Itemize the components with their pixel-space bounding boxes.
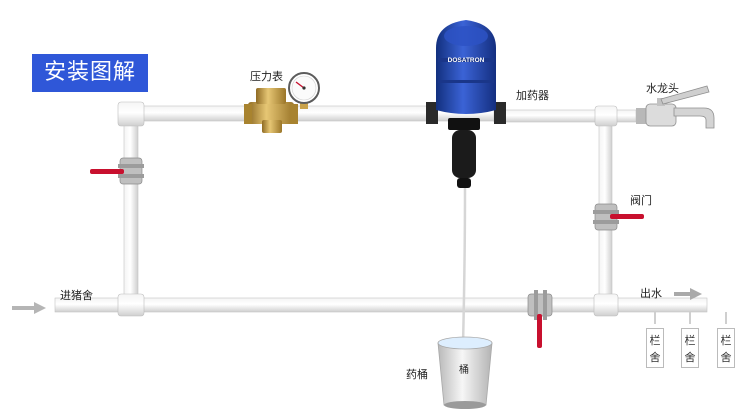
- pen-label-line2: 舍: [720, 351, 732, 364]
- pen-label-line1: 栏: [649, 334, 661, 347]
- pen-label-line1: 栏: [684, 334, 696, 347]
- label-pressure-gauge: 压力表: [250, 70, 283, 83]
- valve-right-icon: [593, 203, 644, 231]
- label-inlet: 进猪舍: [60, 289, 93, 302]
- label-valve: 阀门: [630, 194, 652, 207]
- faucet-icon: [636, 85, 715, 129]
- pen-label-line1: 栏: [720, 334, 732, 347]
- pen-box: 栏 舍: [646, 328, 664, 368]
- label-bucket-inner: 桶: [459, 365, 469, 376]
- left-riser-pipe: [123, 111, 139, 305]
- pen-label-line2: 舍: [684, 351, 696, 364]
- valve-left-icon: [90, 157, 144, 185]
- suction-tube: [461, 187, 467, 346]
- outlet-arrow: [674, 288, 702, 300]
- elbow-top-left: [117, 101, 145, 127]
- pen-label-line2: 舍: [649, 351, 661, 364]
- pressure-reducer: [244, 88, 298, 133]
- inlet-arrow: [12, 302, 46, 314]
- pen-drops: [654, 312, 727, 324]
- tee-bottom-left: [117, 293, 145, 317]
- tee-bottom-right: [593, 293, 619, 317]
- medicine-bucket-icon: [437, 336, 493, 409]
- dosing-pump-icon: [426, 20, 506, 188]
- elbow-top-right: [594, 105, 618, 127]
- pen-box: 栏 舍: [717, 328, 735, 368]
- label-bucket: 药桶: [406, 368, 428, 381]
- label-outlet: 出水: [640, 287, 662, 300]
- diagram-title: 安装图解: [32, 54, 148, 92]
- valve-bottom-icon: [527, 290, 553, 348]
- pen-box: 栏 舍: [681, 328, 699, 368]
- pressure-gauge-icon: [288, 72, 320, 109]
- upper-pipe: [121, 105, 637, 123]
- label-faucet: 水龙头: [646, 82, 679, 95]
- pump-brand-label: DOSATRON: [448, 57, 485, 64]
- label-dosing-pump: 加药器: [516, 89, 549, 102]
